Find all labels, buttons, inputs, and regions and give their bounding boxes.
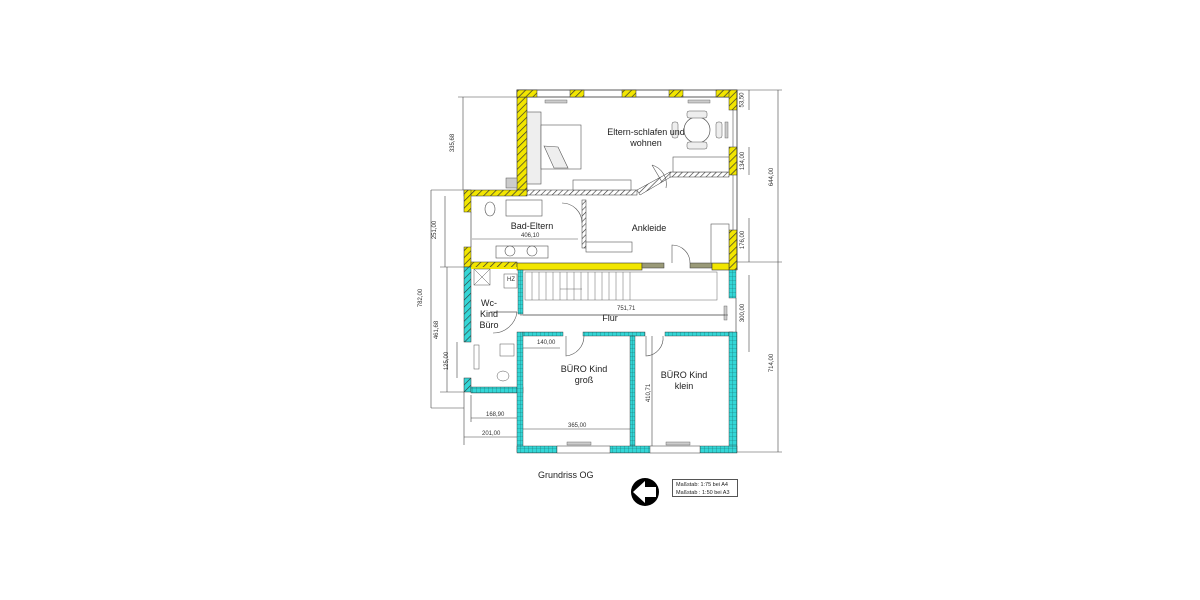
dim-right-3: 644,00: [769, 167, 776, 187]
scale-box: Maßstab: 1:75 bei A4 Maßstab : 1:50 bei …: [672, 479, 738, 497]
bad-ankleide-walls: [463, 189, 730, 271]
dim-right-2: 176,00: [740, 230, 747, 250]
dimension-lines: [430, 89, 782, 453]
dim-left-0: 335,68: [450, 133, 457, 153]
dim-bottom-0: 168,90: [486, 412, 505, 418]
dim-bottom-1: 201,00: [482, 431, 501, 437]
dim-bottom-3: 140,00: [537, 340, 556, 346]
flur-dimension: 751,71: [617, 306, 636, 312]
dim-right-1: 134,00: [740, 151, 747, 171]
plan-title: Grundriss OG: [538, 470, 594, 480]
room-buero-klein-label: BÜRO Kind klein: [660, 370, 708, 391]
scale-line-a3: Maßstab : 1:50 bei A3: [676, 490, 730, 496]
dim-bottom-4: 410,71: [646, 383, 653, 403]
dim-bottom-2: 365,00: [568, 423, 587, 429]
room-flur-label: Flur: [602, 313, 618, 323]
room-bad-label: Bad-Eltern: [510, 221, 554, 231]
lower-walls: [463, 266, 738, 454]
dim-left-2: 782,00: [418, 288, 425, 308]
dim-left-4: 125,00: [444, 351, 451, 371]
eltern-walls: [505, 89, 738, 271]
scale-line-a4: Maßstab: 1:75 bei A4: [676, 482, 728, 488]
room-buero-gross-label: BÜRO Kind groß: [560, 364, 608, 385]
north-arrow-icon: [631, 478, 659, 506]
dim-left-3: 461,68: [434, 320, 441, 340]
dim-right-4: 300,00: [740, 303, 747, 323]
room-eltern-label: Eltern-schlafen und wohnen: [607, 127, 685, 148]
room-wc-label: Wc-Kind Büro: [479, 298, 499, 330]
hz-label: HZ: [507, 277, 515, 283]
dim-right-0: 53,50: [739, 92, 746, 108]
dim-right-5: 714,00: [769, 353, 776, 373]
dim-left-1: 251,00: [432, 220, 439, 240]
room-ankleide-label: Ankleide: [631, 223, 667, 233]
bad-dimension: 406,10: [521, 233, 540, 239]
